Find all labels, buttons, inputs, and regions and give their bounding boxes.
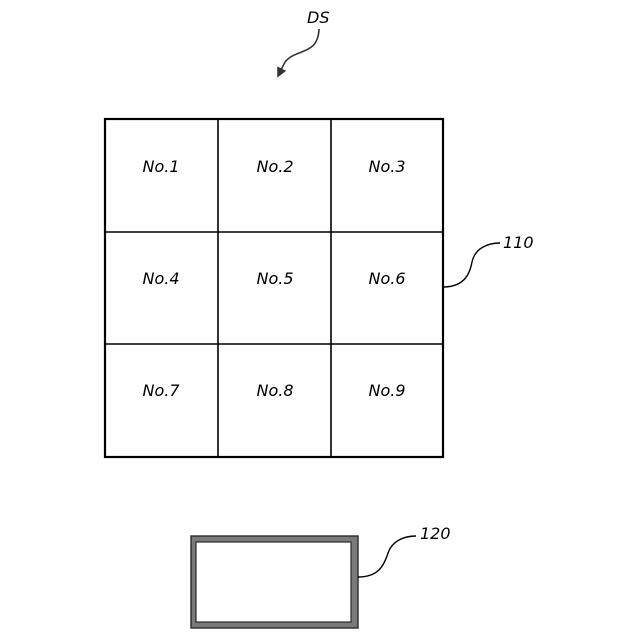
grid-cell-6-label: No.6 <box>368 269 405 288</box>
ref-110-label: 110 <box>503 233 534 252</box>
grid-cell-9-label: No.9 <box>368 381 405 400</box>
ds-label: DS <box>307 8 329 27</box>
grid-cell-1-label: No.1 <box>142 157 179 176</box>
box-120 <box>191 536 358 628</box>
grid-cell-3-label: No.3 <box>368 157 405 176</box>
ref-110-leader <box>443 243 500 287</box>
ds-arrow <box>279 29 319 74</box>
box-120-inner <box>196 542 351 622</box>
grid-cell-8-label: No.8 <box>256 381 293 400</box>
grid-cell-5-label: No.5 <box>256 269 293 288</box>
ref-120-leader <box>358 536 416 577</box>
grid-cell-7-label: No.7 <box>142 381 180 400</box>
grid-110: No.1 No.2 No.3 No.4 No.5 No.6 No.7 No.8 … <box>105 119 443 457</box>
ref-120-label: 120 <box>420 524 451 543</box>
grid-cell-4-label: No.4 <box>142 269 179 288</box>
grid-cell-2-label: No.2 <box>256 157 293 176</box>
